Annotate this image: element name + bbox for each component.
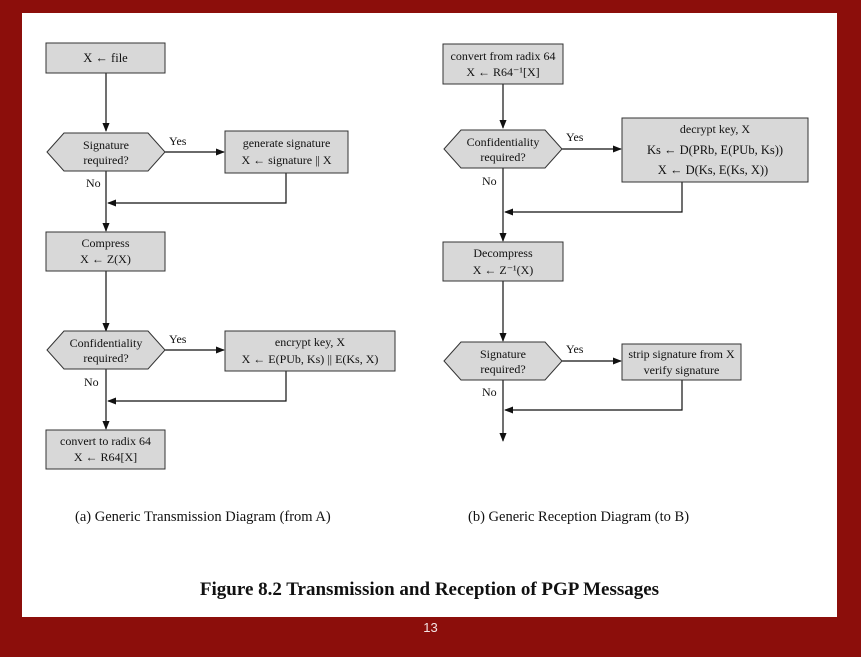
decrypt-key-line3: X ← D(Ks, E(Ks, X)) (658, 163, 768, 177)
decompress-line1: Decompress (473, 246, 533, 260)
signature-b-yes-label: Yes (566, 342, 584, 356)
signature-decision-b-line1: Signature (480, 347, 526, 361)
signature-b-no-label: No (482, 385, 497, 399)
signature-no-label: No (86, 176, 101, 190)
reception-caption: (b) Generic Reception Diagram (to B) (468, 509, 690, 525)
generate-signature-box (224, 130, 349, 174)
strip-signature-box (621, 343, 742, 381)
radix-from-line1: convert from radix 64 (451, 49, 556, 63)
decrypt-key-box (621, 117, 809, 183)
transmission-caption: (a) Generic Transmission Diagram (from A… (75, 509, 331, 525)
arrow-strip-return (504, 380, 683, 414)
generate-signature-line1: generate signature (243, 136, 331, 150)
encrypt-key-box (224, 330, 396, 372)
figure-title: Figure 8.2 Transmission and Reception of… (199, 579, 660, 600)
compress-line1: Compress (82, 236, 130, 250)
strip-signature-line2: verify signature (644, 363, 720, 377)
signature-decision-line1: Signature (83, 138, 129, 152)
radix-from-line2: X ← R64⁻¹[X] (466, 65, 539, 79)
decrypt-key-line2: Ks ← D(PRb, E(PUb, Ks)) (647, 143, 783, 157)
slide: X ← file Signature required? Yes No gene… (22, 13, 837, 617)
page-number: 13 (423, 620, 438, 635)
transmission-diagram: X ← file Signature required? Yes No gene… (45, 42, 396, 470)
arrow-siggen-return (107, 173, 287, 207)
decrypt-key-line1: decrypt key, X (680, 122, 751, 136)
radix-line1: convert to radix 64 (60, 434, 151, 448)
radix-from-box (442, 43, 564, 85)
file-box (45, 42, 166, 74)
signature-decision (46, 132, 166, 172)
signature-yes-label: Yes (169, 134, 187, 148)
compress-box (45, 231, 166, 272)
radix-line2: X ← R64[X] (74, 450, 137, 464)
confidentiality-decision-b-line1: Confidentiality (467, 135, 540, 149)
encrypt-key-line2: X ← E(PUb, Ks) || E(Ks, X) (242, 352, 379, 366)
confidentiality-b-yes-label: Yes (566, 130, 584, 144)
confidentiality-decision (46, 330, 166, 370)
decompress-box (442, 241, 564, 282)
confidentiality-no-label: No (84, 375, 99, 389)
reception-diagram: convert from radix 64 X ← R64⁻¹[X] Confi… (442, 43, 809, 442)
radix-box (45, 429, 166, 470)
confidentiality-b-no-label: No (482, 174, 497, 188)
flow-diagram: X ← file Signature required? Yes No gene… (45, 42, 809, 470)
confidentiality-yes-label: Yes (169, 332, 187, 346)
confidentiality-decision-line2: required? (83, 351, 128, 365)
strip-signature-line1: strip signature from X (628, 347, 735, 361)
confidentiality-decision-line1: Confidentiality (70, 336, 143, 350)
encrypt-key-line1: encrypt key, X (275, 335, 346, 349)
confidentiality-decision-b (443, 129, 563, 169)
arrow-encrypt-return (107, 371, 287, 405)
generate-signature-line2: X ← signature || X (241, 153, 331, 167)
confidentiality-decision-b-line2: required? (480, 150, 525, 164)
decompress-line2: X ← Z⁻¹(X) (473, 263, 534, 277)
file-box-label: X ← file (83, 51, 128, 65)
signature-decision-b (443, 341, 563, 381)
signature-decision-line2: required? (83, 153, 128, 167)
compress-line2: X ← Z(X) (80, 252, 131, 266)
arrow-decrypt-return (504, 182, 683, 216)
signature-decision-b-line2: required? (480, 362, 525, 376)
